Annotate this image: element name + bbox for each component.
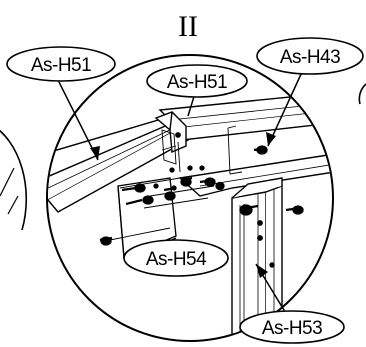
- callout-top-rail: As-H51: [146, 64, 248, 98]
- bolt-2: [125, 195, 154, 206]
- bolt-7: [99, 236, 113, 246]
- callout-bracket: As-H54: [123, 239, 229, 277]
- post-vertical: [231, 177, 283, 340]
- bolts: [99, 145, 304, 246]
- bolt-8: [239, 204, 259, 216]
- detail-contents: [48, 89, 332, 340]
- rail-angled: [48, 117, 190, 213]
- callout-left-rail-label: As-H51: [31, 55, 91, 76]
- bracket-top: [154, 111, 187, 154]
- neighbor-detail-circle-right: [358, 83, 366, 105]
- bolt-9: [285, 205, 304, 215]
- callout-left-rail: As-H51: [6, 46, 116, 82]
- callout-bracket-label: As-H54: [146, 249, 207, 270]
- bolt-6: [215, 181, 225, 191]
- callout-post-label: As-H53: [262, 318, 322, 339]
- leader-screw: [267, 71, 303, 147]
- callout-post: As-H53: [239, 310, 345, 344]
- bracket-lower: [117, 177, 177, 259]
- neighbor-detail-circle-left: [0, 129, 28, 231]
- alignment-lines: [109, 125, 243, 241]
- bolt-10: [253, 145, 268, 155]
- bolt-4: [180, 176, 193, 187]
- callout-screw: As-H43: [256, 37, 364, 75]
- callout-top-rail-label: As-H51: [167, 72, 227, 93]
- leader-left-rail: [57, 79, 99, 161]
- detail-circle: [46, 54, 334, 342]
- step-numeral: II: [178, 10, 198, 43]
- callout-screw-label: As-H43: [280, 47, 340, 68]
- bolt-1: [121, 183, 146, 193]
- leader-arrowheads: [90, 132, 276, 278]
